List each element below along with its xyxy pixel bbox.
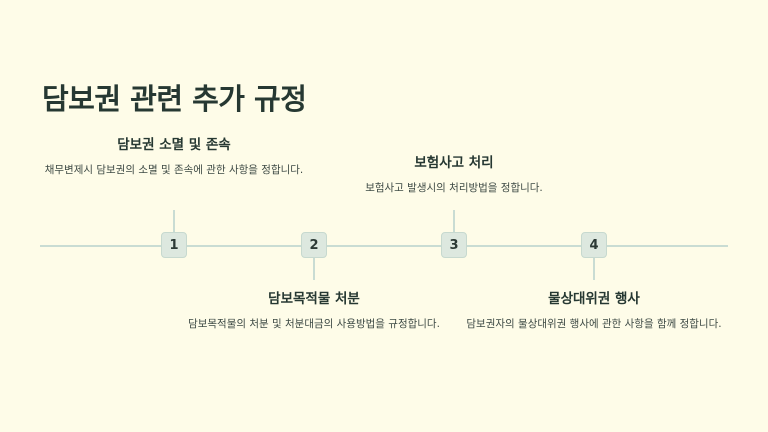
step-3: 보험사고 처리 보험사고 발생시의 처리방법을 정합니다. <box>324 154 584 197</box>
connector-1 <box>173 210 175 232</box>
step-marker-2: 2 <box>301 232 327 258</box>
step-heading: 물상대위권 행사 <box>548 291 640 307</box>
step-marker-3: 3 <box>441 232 467 258</box>
step-heading: 담보목적물 처분 <box>268 291 360 307</box>
step-heading: 보험사고 처리 <box>414 155 494 171</box>
step-heading: 담보권 소멸 및 존속 <box>117 137 231 153</box>
step-description: 담보목적물의 처분 및 처분대금의 사용방법을 규정합니다. <box>188 318 440 330</box>
connector-3 <box>453 210 455 232</box>
timeline-line <box>40 245 728 247</box>
connector-2 <box>313 258 315 280</box>
step-description: 담보권자의 물상대위권 행사에 관한 사항을 함께 정합니다. <box>466 318 722 330</box>
step-description: 채무변제시 담보권의 소멸 및 존속에 관한 사항을 정합니다. <box>44 164 304 176</box>
step-marker-1: 1 <box>161 232 187 258</box>
step-4: 물상대위권 행사 담보권자의 물상대위권 행사에 관한 사항을 함께 정합니다. <box>464 290 724 333</box>
step-2: 담보목적물 처분 담보목적물의 처분 및 처분대금의 사용방법을 규정합니다. <box>184 290 444 333</box>
page-title: 담보권 관련 추가 규정 <box>42 82 307 116</box>
connector-4 <box>593 258 595 280</box>
step-description: 보험사고 발생시의 처리방법을 정합니다. <box>365 182 543 194</box>
step-1: 담보권 소멸 및 존속 채무변제시 담보권의 소멸 및 존속에 관한 사항을 정… <box>44 136 304 179</box>
step-marker-4: 4 <box>581 232 607 258</box>
